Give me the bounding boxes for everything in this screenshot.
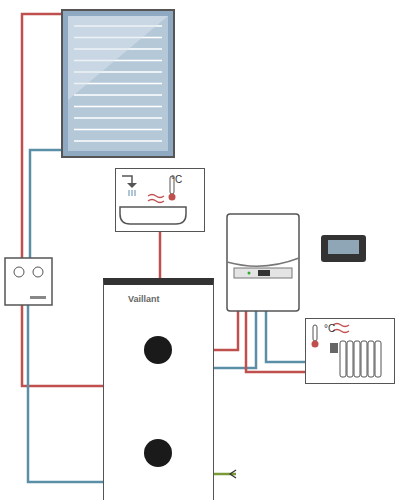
collector-fin bbox=[74, 129, 162, 131]
radiator-box: °C bbox=[305, 318, 395, 384]
heating-pipe bbox=[214, 311, 238, 350]
hot-water-pipe bbox=[159, 232, 162, 278]
boiler bbox=[227, 214, 299, 311]
radiator-fin bbox=[347, 341, 353, 377]
brand-logo: Vaillant bbox=[128, 295, 160, 304]
radiator-fin bbox=[368, 341, 374, 377]
bath-box: °C bbox=[115, 168, 205, 232]
room-controller bbox=[321, 235, 366, 262]
radiator-icon bbox=[312, 324, 382, 378]
collector-fin bbox=[74, 140, 162, 142]
collector-fin bbox=[74, 94, 162, 96]
radiator-fin bbox=[340, 341, 346, 377]
temperature-unit: °C bbox=[324, 324, 335, 334]
heating-pipe bbox=[214, 311, 256, 368]
solar-collector bbox=[62, 10, 174, 157]
solar-return-pipe bbox=[30, 150, 66, 258]
storage-tank: Vaillant bbox=[103, 278, 214, 500]
collector-fin bbox=[74, 117, 162, 119]
cold-water-inlet bbox=[214, 473, 236, 476]
inlet-arrow bbox=[230, 470, 236, 478]
pump-station bbox=[5, 258, 52, 305]
radiator-fin bbox=[361, 341, 367, 377]
radiator-fin bbox=[354, 341, 360, 377]
heat-exchanger-port bbox=[144, 439, 172, 467]
bath-icon bbox=[120, 176, 186, 224]
heating-return-pipe bbox=[266, 311, 306, 362]
temperature-unit: °C bbox=[171, 175, 182, 185]
solar-return-pipe bbox=[28, 305, 104, 482]
collector-fin bbox=[74, 106, 162, 108]
radiator-fin bbox=[375, 341, 381, 377]
heating-flow-pipe bbox=[246, 311, 306, 372]
heat-exchanger-port bbox=[144, 336, 172, 364]
